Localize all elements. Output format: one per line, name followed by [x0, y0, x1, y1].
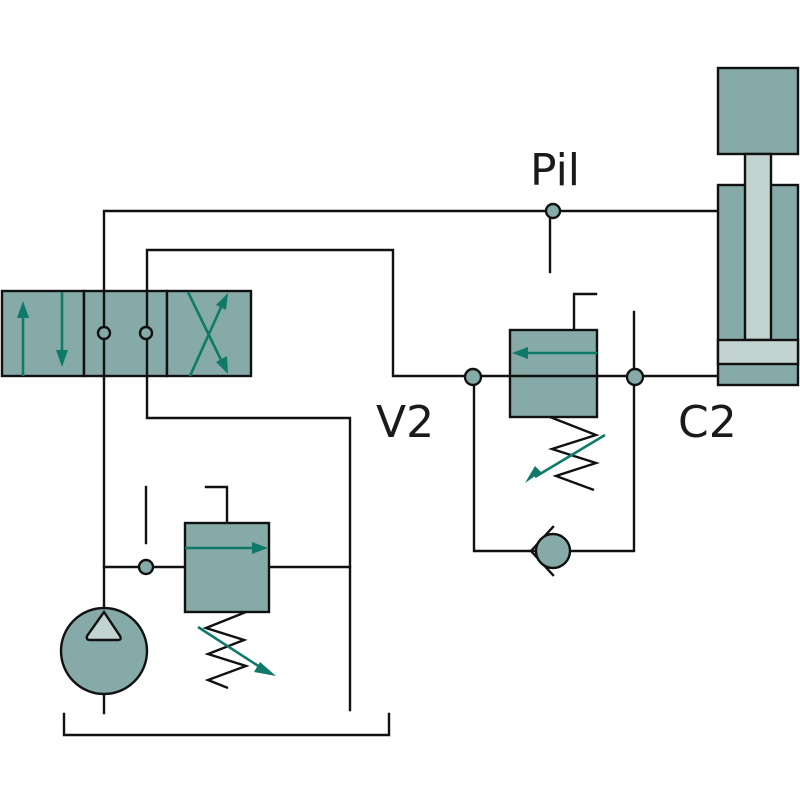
counterbalance-adjust-icon[interactable]: [525, 466, 541, 483]
check-valve-ball: [534, 532, 572, 570]
pump-direction-icon: [85, 609, 122, 642]
check-valve[interactable]: [529, 525, 572, 577]
adjust-arrow-line: [197, 625, 267, 673]
counterbalance-flow-arrow-icon: [512, 347, 528, 359]
cross-arrow-up-line: [188, 304, 224, 377]
adjust-arrow-icon[interactable]: [254, 662, 276, 676]
valve-position-center[interactable]: [82, 289, 169, 378]
label-c2: C2: [678, 397, 737, 448]
cross-arrow-up-icon: [216, 293, 228, 310]
cylinder-piston: [716, 338, 800, 366]
pump[interactable]: [59, 606, 149, 696]
c2-junction-dot: [625, 367, 645, 387]
relief-valve-body: [183, 521, 271, 614]
cylinder-rod: [743, 152, 773, 342]
return-line: [145, 374, 352, 712]
flow-arrow-up-icon: [17, 301, 29, 318]
valve-position-left[interactable]: [0, 289, 86, 378]
label-v2: V2: [376, 397, 434, 448]
counterbalance-valve[interactable]: [508, 328, 606, 492]
directional-valve[interactable]: [0, 289, 253, 378]
pilot-line: [102, 209, 722, 292]
flow-arrow-down-icon: [56, 350, 68, 367]
cross-arrow-down-icon: [216, 356, 228, 374]
cross-arrow-down-line: [186, 291, 224, 363]
counterbalance-drain: [572, 292, 598, 332]
pilot-junction-dot: [544, 202, 562, 220]
label-pilot: Pil: [530, 145, 580, 196]
blocked-port-icon: [138, 325, 154, 341]
cylinder-load: [716, 66, 800, 156]
counterbalance-spring-icon: [548, 415, 600, 492]
counterbalance-valve-body: [508, 328, 599, 419]
relief-drain: [204, 485, 229, 525]
relief-spring-icon: [202, 610, 250, 690]
junction-dot: [137, 558, 155, 576]
v2-junction-dot: [463, 367, 483, 387]
v2-supply-line: [145, 248, 476, 378]
pressure-relief-valve[interactable]: [183, 521, 276, 690]
cylinder[interactable]: [716, 66, 800, 387]
pump-body: [59, 606, 149, 696]
counterbalance-adjust-line: [534, 433, 606, 479]
tank: [62, 712, 391, 737]
relief-flow-arrow-icon: [252, 542, 268, 554]
blocked-port-icon: [96, 325, 112, 341]
